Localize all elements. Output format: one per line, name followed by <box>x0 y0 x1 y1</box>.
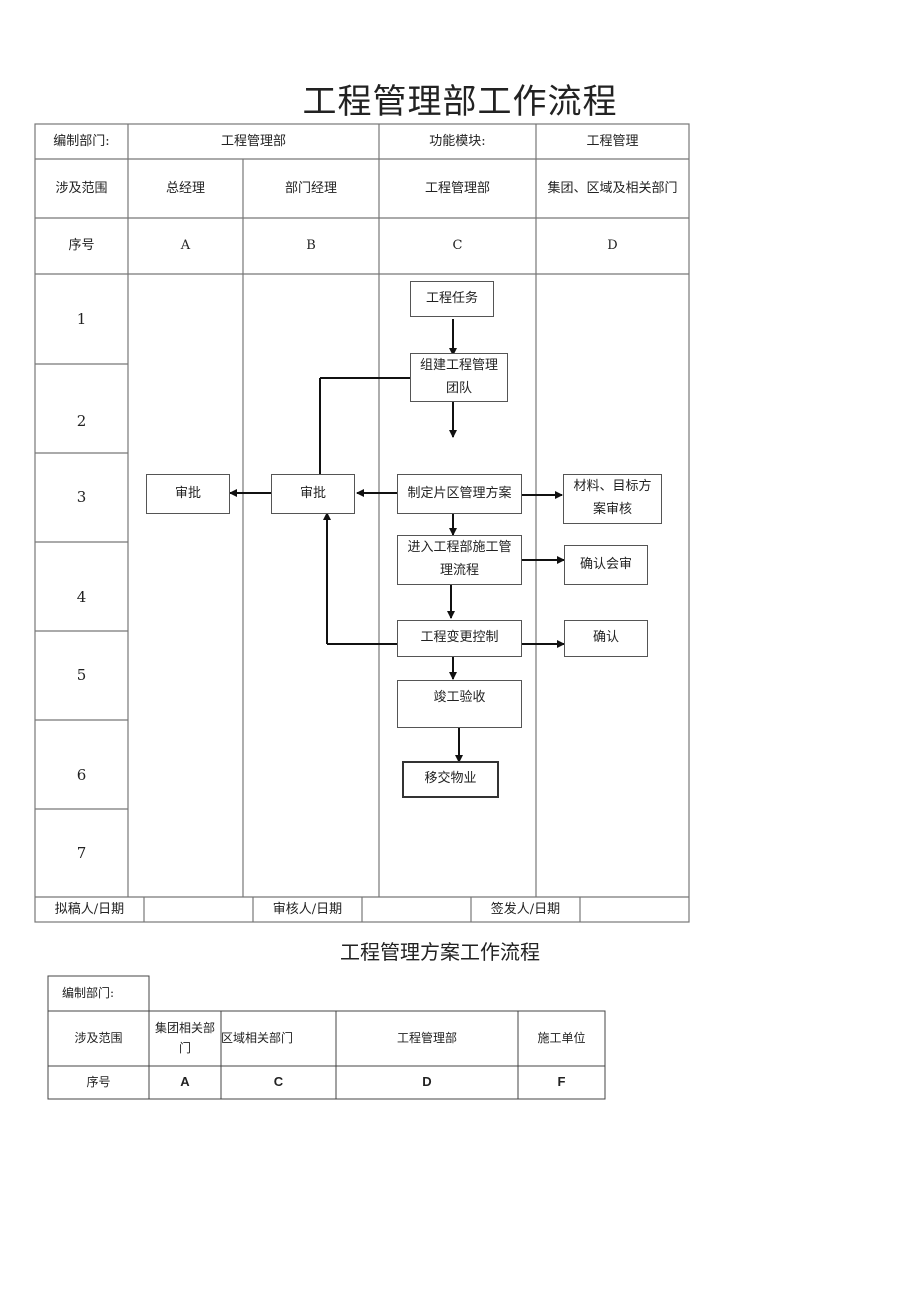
table2-seq-f: F <box>557 1074 566 1090</box>
issuer-label: 签发人/日期 <box>490 901 561 917</box>
enter-process-box: 进入工程部施工管理流程 <box>397 535 522 585</box>
seq-d: D <box>607 238 618 254</box>
approve-a-box: 审批 <box>146 474 230 514</box>
build-team-box: 组建工程管理团队 <box>410 353 508 402</box>
seq-b: B <box>306 238 316 254</box>
plan-box: 制定片区管理方案 <box>397 474 522 514</box>
row-number-1: 1 <box>76 309 87 328</box>
scope-col-d: 集团、区域及相关部门 <box>547 180 678 196</box>
seq-label: 序号 <box>68 238 95 254</box>
module-label: 功能模块: <box>429 133 486 149</box>
row-number-2: 2 <box>76 411 87 430</box>
row-number-3: 3 <box>76 488 87 507</box>
drafter-label: 拟稿人/日期 <box>54 901 125 917</box>
seq-a: A <box>180 238 191 254</box>
scope-label: 涉及范围 <box>55 180 108 196</box>
table2-seq-label: 序号 <box>86 1074 111 1089</box>
table2-dept-label: 编制部门: <box>62 985 115 1000</box>
table2-seq-c: C <box>273 1074 284 1090</box>
table2-scope-f: 施工单位 <box>537 1030 586 1045</box>
confirm-box: 确认 <box>564 620 648 657</box>
scope-col-b: 部门经理 <box>284 180 337 196</box>
acceptance-box: 竣工验收 <box>397 680 522 728</box>
row-number-7: 7 <box>76 843 87 862</box>
change-control-box: 工程变更控制 <box>397 620 522 657</box>
table2-grid <box>47 975 606 1100</box>
flow-connectors <box>229 319 565 763</box>
table2-scope-label: 涉及范围 <box>74 1030 123 1045</box>
dept-value: 工程管理部 <box>220 133 286 149</box>
handover-box: 移交物业 <box>402 761 499 798</box>
table2-scope-d: 工程管理部 <box>396 1030 457 1045</box>
dept-label: 编制部门: <box>53 133 110 149</box>
table2-seq-a: A <box>180 1074 190 1090</box>
page-title: 工程管理部工作流程 <box>302 82 618 122</box>
confirm-joint-box: 确认会审 <box>564 545 648 585</box>
scope-col-a: 总经理 <box>165 180 205 196</box>
seq-c: C <box>452 238 463 254</box>
row-number-5: 5 <box>76 666 87 685</box>
approve-b-box: 审批 <box>271 474 355 514</box>
section-title-2: 工程管理方案工作流程 <box>340 940 540 964</box>
table2-seq-d: D <box>422 1074 432 1090</box>
materials-review-box: 材料、目标方案审核 <box>563 474 662 524</box>
scope-col-c: 工程管理部 <box>424 180 490 196</box>
engineering-task-box: 工程任务 <box>410 281 494 317</box>
reviewer-label: 审核人/日期 <box>272 901 343 917</box>
table2-scope-a: 集团相关部门 <box>154 1021 215 1055</box>
module-value: 工程管理 <box>586 133 639 149</box>
table1-grid <box>34 123 690 923</box>
table2-scope-c: 区域相关部门 <box>221 1030 294 1045</box>
row-number-4: 4 <box>76 588 87 607</box>
row-number-6: 6 <box>76 766 87 785</box>
